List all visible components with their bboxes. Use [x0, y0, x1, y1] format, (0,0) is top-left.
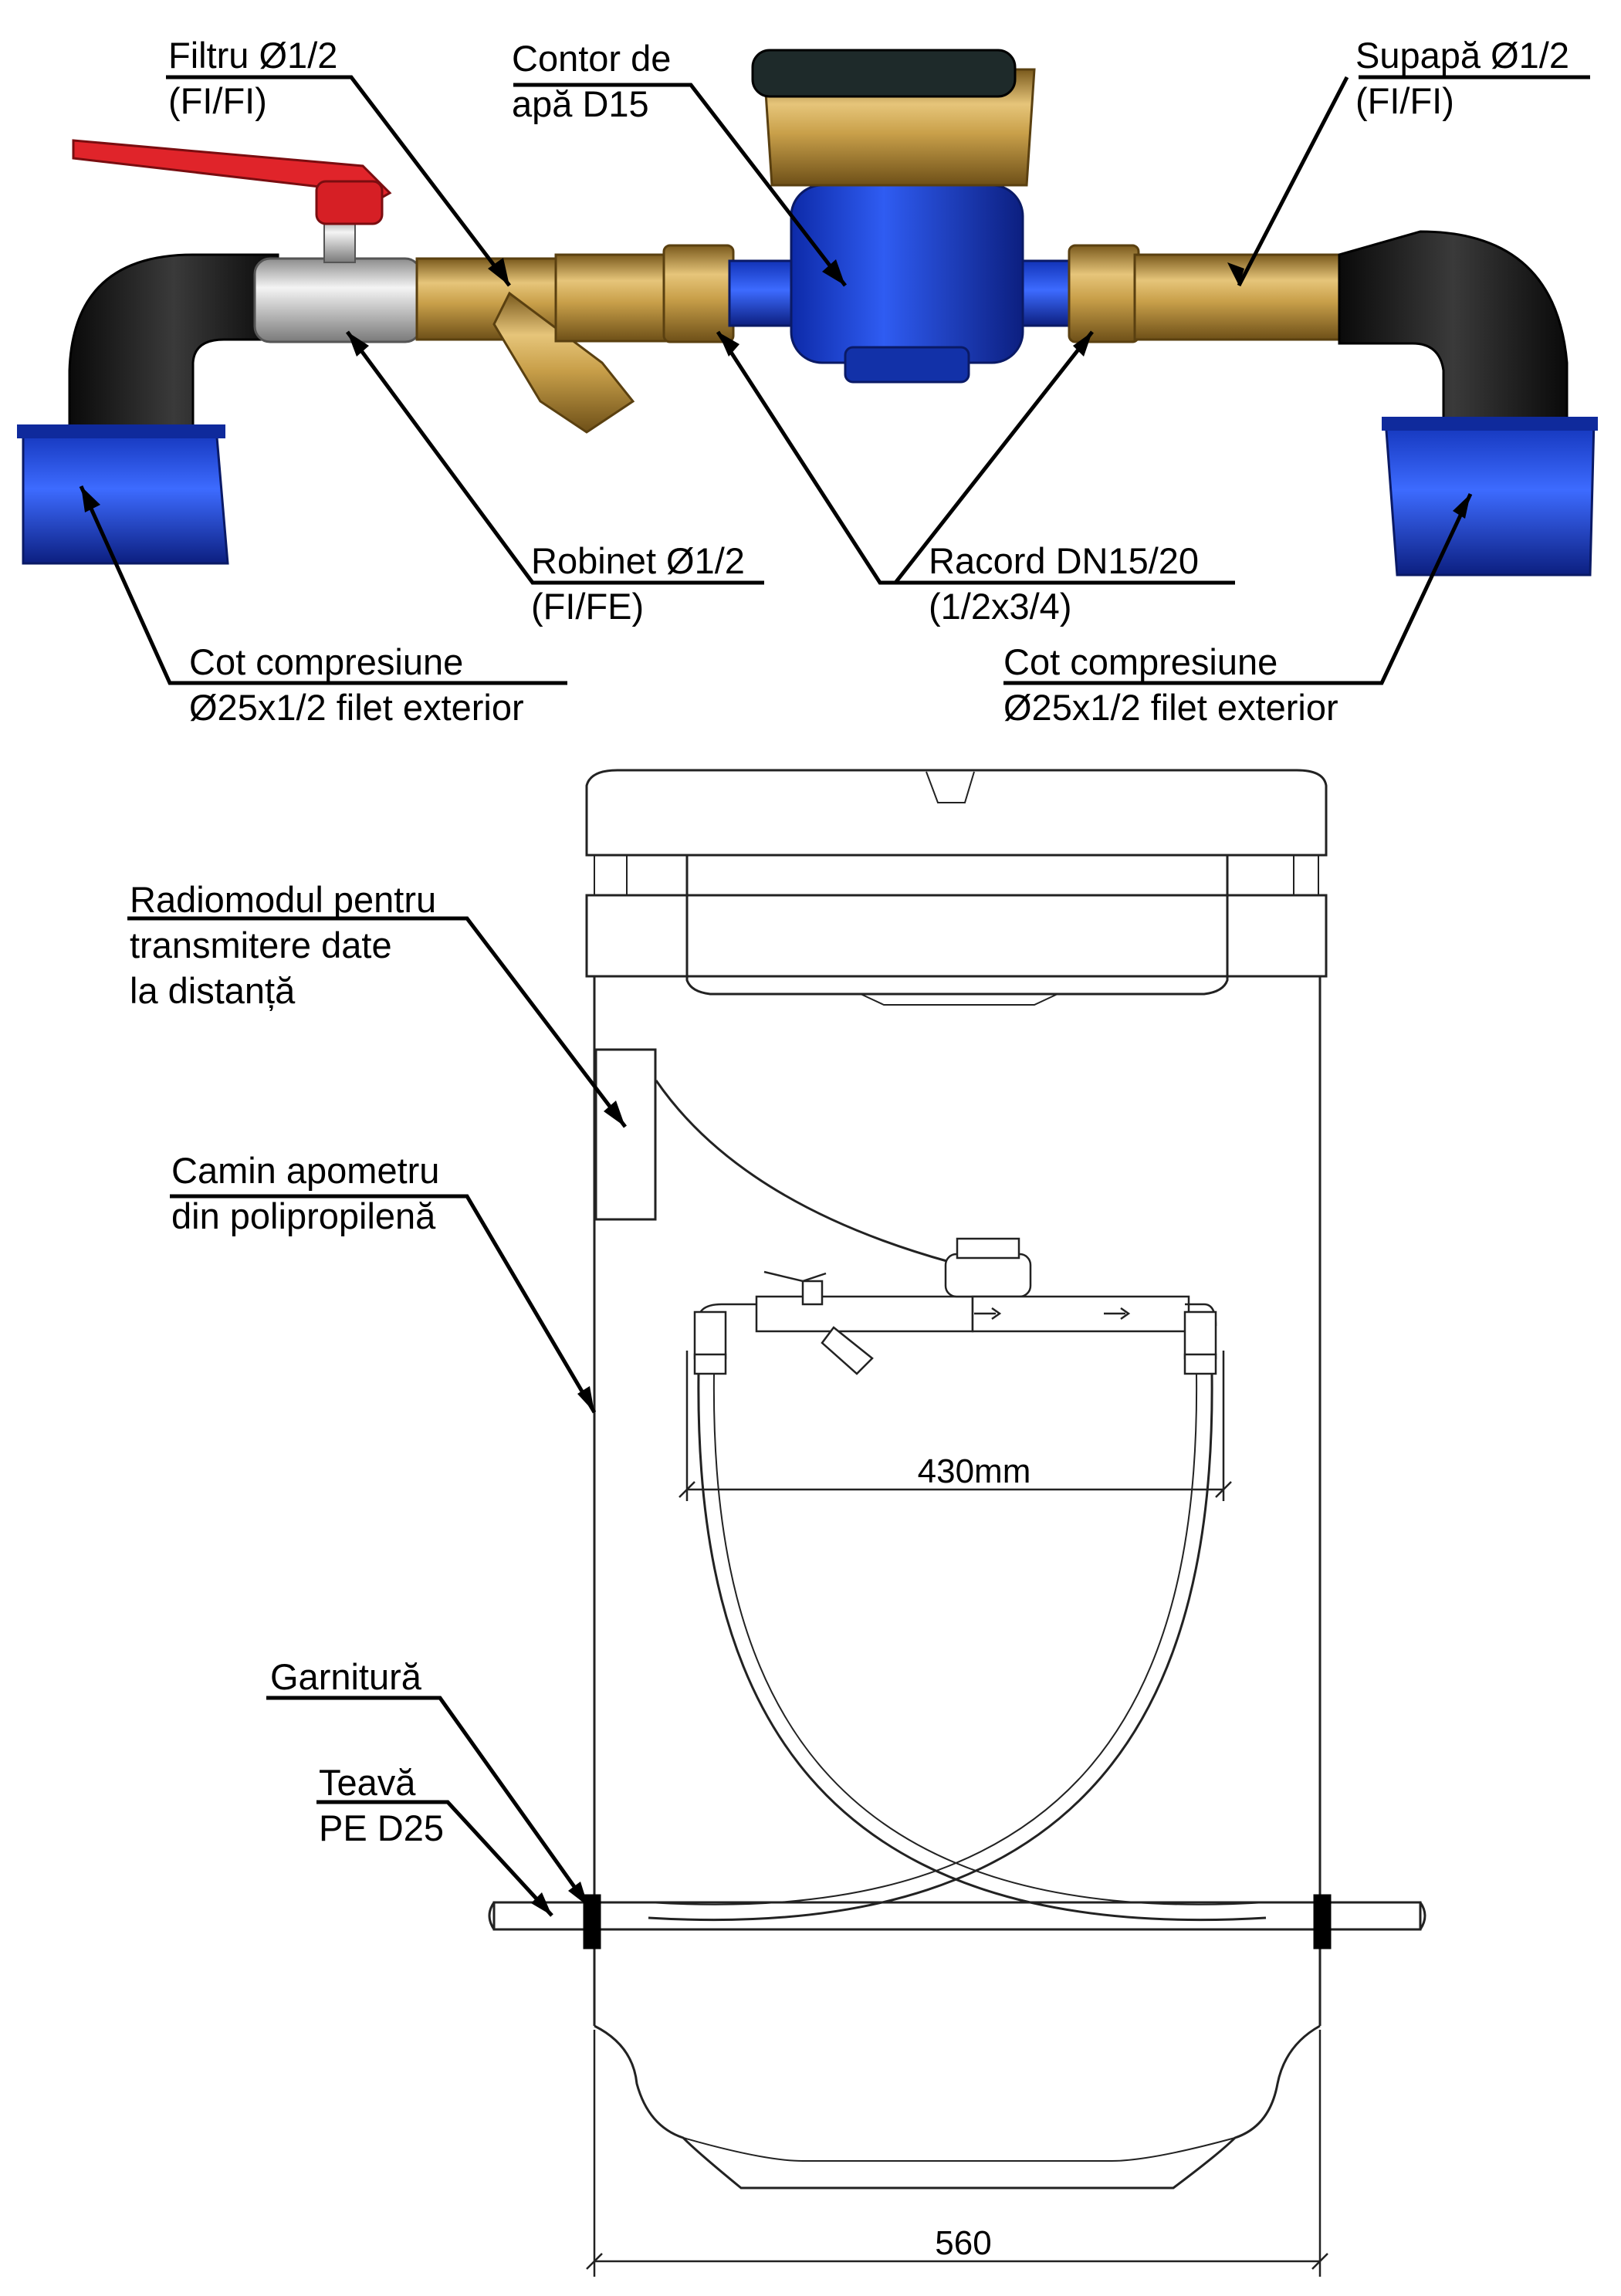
label-elbow-right-line1: Cot compresiune [1003, 641, 1278, 682]
label-tap-line1: Robinet Ø1/2 [531, 540, 745, 581]
label-chamber: Camin apometru din polipropilenă [171, 1148, 439, 1239]
mini-meter-assembly [693, 1237, 1217, 1375]
label-chamber-line1: Camin apometru [171, 1150, 440, 1191]
chamber-bottom [594, 2024, 1321, 2189]
right-blue-cap [1384, 419, 1596, 577]
label-tap: Robinet Ø1/2 (FI/FE) [531, 538, 745, 629]
pe-pipe [492, 1901, 1422, 1931]
label-elbow-right: Cot compresiune Ø25x1/2 filet exterior [1003, 639, 1338, 730]
chamber-top-frame [585, 894, 1328, 978]
label-radio-line3: la distanță [130, 970, 296, 1011]
label-pipe-line1: Teavă [319, 1762, 416, 1803]
right-union [1068, 244, 1140, 343]
label-radio: Radiomodul pentru transmitere date la di… [130, 877, 436, 1013]
dim-560-line [586, 2030, 1328, 2277]
label-elbow-left: Cot compresiune Ø25x1/2 filet exterior [189, 639, 524, 730]
label-union-line1: Racord DN15/20 [929, 540, 1200, 581]
dim-430-line [679, 1351, 1232, 1501]
label-union: Racord DN15/20 (1/2x3/4) [929, 538, 1199, 629]
bottom-leaders [127, 916, 627, 1917]
radio-cable [655, 1080, 950, 1263]
label-radio-line1: Radiomodul pentru [130, 879, 437, 920]
label-filter: Filtru Ø1/2 (FI/FI) [168, 32, 337, 123]
right-elbow [1338, 230, 1569, 434]
meter-lid [751, 49, 1017, 98]
dim-inner-span: 430mm [917, 1452, 1031, 1490]
label-tap-line2: (FI/FE) [531, 586, 645, 627]
hose-left [697, 1373, 1267, 1922]
label-meter-line2: apă D15 [512, 83, 649, 124]
label-elbow-left-line2: Ø25x1/2 filet exterior [189, 687, 524, 728]
hose-right [648, 1373, 1213, 1922]
label-meter-line1: Contor de [512, 38, 672, 79]
label-chamber-line2: din polipropilenă [171, 1195, 436, 1236]
label-valve: Supapă Ø1/2 (FI/FI) [1355, 32, 1569, 123]
left-elbow [68, 253, 279, 449]
ball-valve-body [253, 257, 422, 343]
left-union [662, 244, 735, 343]
chamber-drawing [488, 769, 1426, 2277]
label-filter-line1: Filtru Ø1/2 [168, 35, 338, 76]
dim-chamber-width: 560 [935, 2224, 992, 2262]
label-filter-line2: (FI/FI) [168, 80, 267, 121]
label-radio-line2: transmitere date [130, 925, 392, 965]
label-gasket-line1: Garnitură [270, 1656, 421, 1697]
gasket-right [1313, 1894, 1332, 1949]
label-pipe: Teavă PE D25 [319, 1760, 444, 1851]
label-union-line2: (1/2x3/4) [929, 586, 1072, 627]
label-valve-line2: (FI/FI) [1355, 80, 1454, 121]
y-filter-leg [492, 291, 635, 434]
label-valve-line1: Supapă Ø1/2 [1355, 35, 1569, 76]
arrowheads [81, 258, 1470, 1916]
assembly-photo [17, 49, 1598, 577]
top-leaders [79, 75, 1590, 685]
gasket-left [583, 1894, 601, 1949]
left-blue-cap [22, 427, 229, 565]
label-elbow-left-line1: Cot compresiune [189, 641, 464, 682]
label-meter: Contor de apă D15 [512, 36, 671, 127]
radio-module [594, 1048, 657, 1221]
label-pipe-line2: PE D25 [319, 1807, 444, 1848]
label-gasket: Garnitură [270, 1654, 421, 1699]
chamber-lid [585, 769, 1328, 857]
label-elbow-right-line2: Ø25x1/2 filet exterior [1003, 687, 1338, 728]
